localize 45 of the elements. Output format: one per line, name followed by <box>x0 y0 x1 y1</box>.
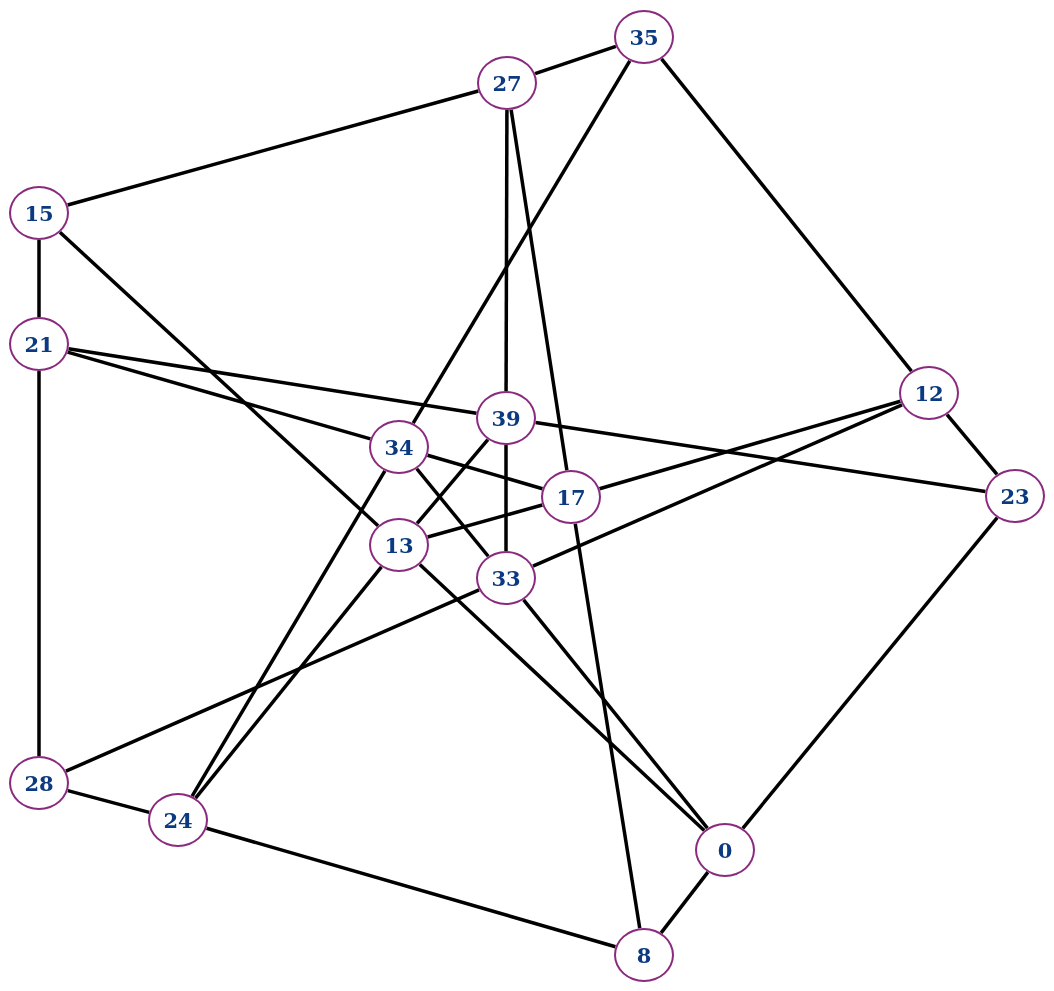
graph-node: 35 <box>614 10 674 64</box>
graph-node: 23 <box>985 469 1045 523</box>
edge-line <box>190 469 387 798</box>
edge-line <box>535 420 986 494</box>
graph-node: 28 <box>9 756 69 810</box>
edge-line <box>504 110 509 391</box>
edge-line <box>415 438 490 525</box>
graph-node: 13 <box>369 518 429 572</box>
graph-node: 34 <box>369 420 429 474</box>
edge-line <box>67 788 150 815</box>
edge-line <box>504 445 508 551</box>
edge-line <box>411 59 632 425</box>
edge-line <box>194 565 383 800</box>
edge-line <box>67 89 479 207</box>
edge-line <box>67 350 371 441</box>
edge-line <box>206 826 616 949</box>
edge-line <box>534 44 617 76</box>
graph-node: 8 <box>614 928 674 982</box>
graph-node: 24 <box>148 793 208 847</box>
edge-line <box>68 346 477 416</box>
edge-line <box>741 516 999 830</box>
graph-node: 21 <box>9 317 69 371</box>
graph-node: 33 <box>476 551 536 605</box>
edge-line <box>945 413 999 476</box>
graph-node: 17 <box>541 470 601 524</box>
edge-line <box>37 240 41 317</box>
edge-line <box>37 371 41 756</box>
graph-node: 39 <box>476 391 536 445</box>
edge-line <box>58 231 380 527</box>
graph-node: 15 <box>9 186 69 240</box>
edge-line <box>532 403 903 568</box>
edge-line <box>599 399 901 491</box>
edge-line <box>522 598 709 830</box>
edge-line <box>573 523 642 929</box>
edge-line <box>660 57 913 373</box>
graph-node: 0 <box>695 823 755 877</box>
edge-line <box>509 109 569 471</box>
edge-line <box>415 467 490 558</box>
graph-node: 27 <box>477 56 537 110</box>
edge-line <box>427 453 543 491</box>
edge-line <box>65 588 480 773</box>
graph-node: 12 <box>899 366 959 420</box>
edge-line <box>659 871 710 934</box>
edge-line <box>427 503 543 539</box>
edge-line <box>418 563 706 832</box>
